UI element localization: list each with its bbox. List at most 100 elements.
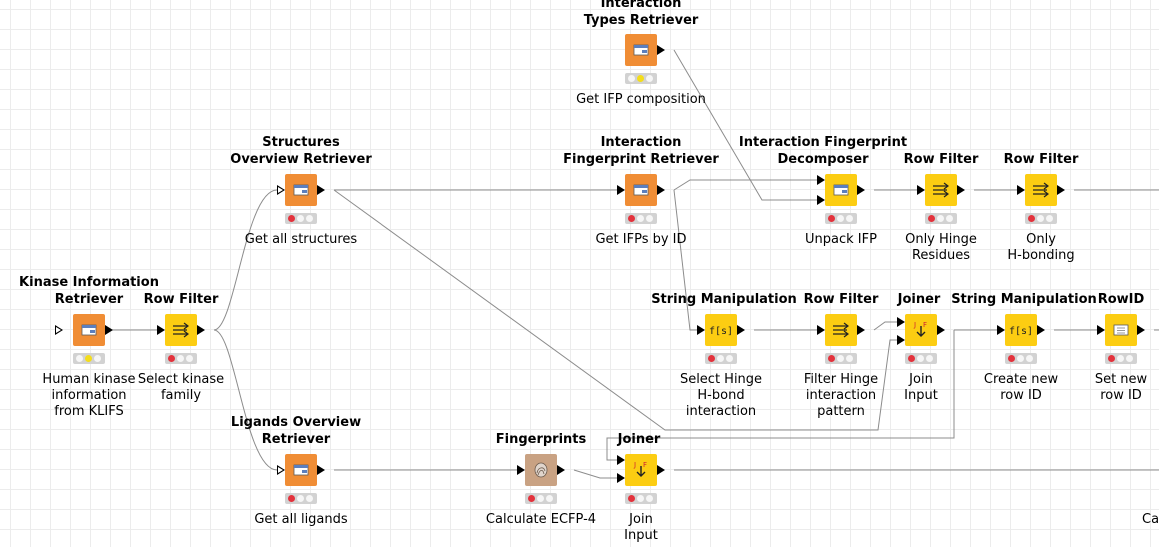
output-port[interactable]: [1137, 325, 1145, 335]
node-title: Row Filter: [91, 291, 271, 308]
status-light: [288, 215, 295, 222]
status-light: [917, 355, 924, 362]
status-light: [708, 355, 715, 362]
source-node-icon[interactable]: [285, 174, 317, 206]
wire-rowfilter-to-joiner1[interactable]: [873, 321, 897, 331]
node-annotation[interactable]: Calculate ECFP-4: [451, 512, 631, 528]
output-port[interactable]: [657, 185, 665, 195]
manipulator-node-icon[interactable]: J F: [905, 314, 937, 346]
status-light: [726, 355, 733, 362]
source-node-icon[interactable]: [285, 454, 317, 486]
status-light: [837, 215, 844, 222]
node-title-line: Interaction: [600, 0, 682, 11]
input-port[interactable]: [1017, 185, 1025, 195]
manipulator-node-icon[interactable]: [1025, 174, 1057, 206]
annotation-line: family: [160, 388, 202, 403]
input-port[interactable]: [277, 465, 285, 475]
status-light: [537, 495, 544, 502]
annotation-line: Human kinase: [42, 372, 136, 387]
input-port[interactable]: [617, 455, 625, 465]
input-port[interactable]: [997, 325, 1005, 335]
manipulator-node-icon[interactable]: [1105, 314, 1137, 346]
annotation-line: from KLIFS: [54, 404, 124, 419]
node-annotation[interactable]: Get all ligands: [211, 512, 391, 528]
wire-ifp-to-stringmanip[interactable]: [673, 189, 697, 331]
output-port[interactable]: [737, 325, 745, 335]
node-annotation[interactable]: Only H-bonding: [951, 232, 1131, 264]
input-port[interactable]: [697, 325, 705, 335]
output-port[interactable]: [557, 465, 565, 475]
node-annotation[interactable]: Get all structures: [211, 232, 391, 248]
input-port[interactable]: [517, 465, 525, 475]
source-node-icon[interactable]: [625, 174, 657, 206]
input-port[interactable]: [277, 185, 285, 195]
node-annotation[interactable]: Select Hinge H-bond interaction: [631, 372, 811, 420]
input-port[interactable]: [897, 335, 905, 345]
manipulator-node-icon[interactable]: [825, 174, 857, 206]
output-port[interactable]: [1037, 325, 1045, 335]
source-node-icon[interactable]: [73, 314, 105, 346]
node-title: Joiner: [829, 291, 1009, 308]
output-port[interactable]: [105, 325, 113, 335]
node-annotation[interactable]: Human kinase information from KLIFS: [0, 372, 179, 420]
status-traffic-light: [1005, 353, 1037, 364]
status-light: [297, 495, 304, 502]
data-table-icon: [293, 184, 309, 196]
status-light: [297, 215, 304, 222]
manipulator-node-icon[interactable]: f[s]: [1005, 314, 1037, 346]
input-port[interactable]: [1097, 325, 1105, 335]
input-port[interactable]: [917, 185, 925, 195]
node-annotation[interactable]: Set new row ID: [1031, 372, 1159, 404]
wire-fingerprints-to-joiner2[interactable]: [573, 469, 617, 479]
input-port[interactable]: [617, 473, 625, 483]
status-light: [546, 495, 553, 502]
node-annotation[interactable]: Unpack IFP: [751, 232, 931, 248]
node-annotation[interactable]: Create new row ID: [931, 372, 1111, 404]
node-annotation[interactable]: Get IFPs by ID: [551, 232, 731, 248]
node-annotation[interactable]: Join Input: [831, 372, 1011, 404]
node-title: String Manipulation: [934, 291, 1114, 308]
source-node-icon[interactable]: [625, 34, 657, 66]
status-traffic-light: [925, 213, 957, 224]
output-port[interactable]: [317, 465, 325, 475]
output-port[interactable]: [657, 45, 665, 55]
wire-types-to-decomposer[interactable]: [673, 49, 817, 201]
wire-ifp-to-decomposer[interactable]: [673, 179, 817, 191]
manipulator-node-icon[interactable]: f[s]: [705, 314, 737, 346]
node-annotation[interactable]: Get IFP composition: [551, 92, 731, 108]
output-port[interactable]: [857, 325, 865, 335]
input-port[interactable]: [817, 175, 825, 185]
output-port[interactable]: [937, 325, 945, 335]
input-port[interactable]: [817, 195, 825, 205]
wire-joiner1-to-joiner2[interactable]: [606, 330, 955, 461]
input-port[interactable]: [617, 185, 625, 195]
manipulator-node-icon[interactable]: J F: [625, 454, 657, 486]
node-annotation[interactable]: Select kinase family: [91, 372, 271, 404]
output-port[interactable]: [317, 185, 325, 195]
annotation-line: Set new: [1094, 372, 1148, 387]
status-light: [928, 215, 935, 222]
manipulator-node-icon[interactable]: [825, 314, 857, 346]
input-port[interactable]: [157, 325, 165, 335]
input-port[interactable]: [897, 317, 905, 327]
wire-rowfilter-to-ligands[interactable]: [213, 329, 278, 471]
output-port[interactable]: [197, 325, 205, 335]
join-icon: J F: [913, 321, 927, 337]
node-annotation[interactable]: Only Hinge Residues: [851, 232, 1031, 264]
manipulator-node-icon[interactable]: [165, 314, 197, 346]
output-port[interactable]: [657, 465, 665, 475]
manipulator-node-icon[interactable]: [925, 174, 957, 206]
output-port[interactable]: [1057, 185, 1065, 195]
input-port[interactable]: [55, 325, 63, 335]
node-annotation[interactable]: Join Input: [551, 512, 731, 544]
input-port[interactable]: [817, 325, 825, 335]
annotation-line: Only: [1026, 232, 1056, 247]
wire-structures-to-joiner1[interactable]: [333, 189, 897, 431]
other-node-icon[interactable]: [525, 454, 557, 486]
output-port[interactable]: [957, 185, 965, 195]
wire-rowfilter-to-structures[interactable]: [213, 189, 278, 331]
node-annotation[interactable]: Filter Hinge interaction pattern: [751, 372, 931, 420]
filter-arrows-icon: [173, 322, 189, 338]
output-port[interactable]: [857, 185, 865, 195]
